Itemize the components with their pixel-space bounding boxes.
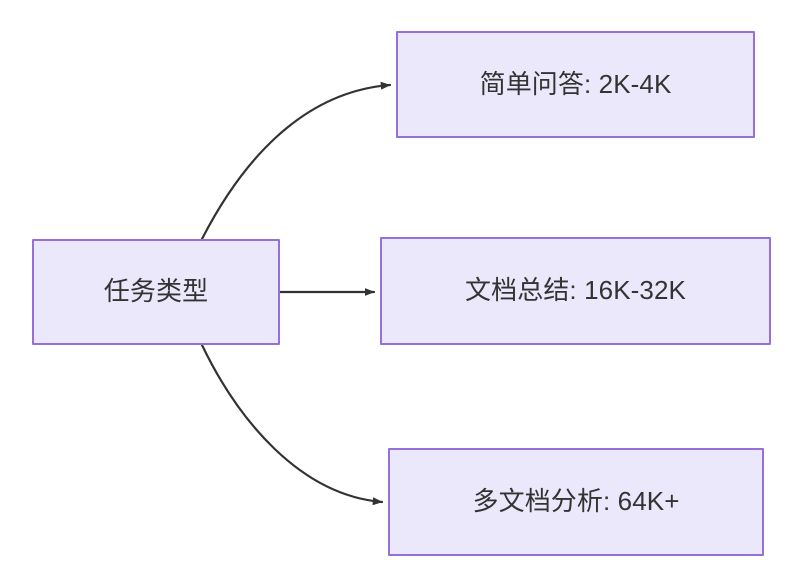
node-label: 简单问答: 2K-4K <box>479 68 672 99</box>
node-multidoc-analysis[interactable]: 多文档分析: 64K+ <box>388 448 764 556</box>
edge-root-to-simple-qa <box>200 81 392 241</box>
node-label: 任务类型 <box>103 276 209 307</box>
node-task-type-root[interactable]: 任务类型 <box>32 239 280 345</box>
node-doc-summary[interactable]: 文档总结: 16K-32K <box>380 237 771 345</box>
edge-root-to-multidoc-analysis <box>200 343 384 506</box>
node-simple-qa[interactable]: 简单问答: 2K-4K <box>396 31 755 138</box>
node-label: 文档总结: 16K-32K <box>465 275 686 306</box>
node-label: 多文档分析: 64K+ <box>472 486 680 517</box>
